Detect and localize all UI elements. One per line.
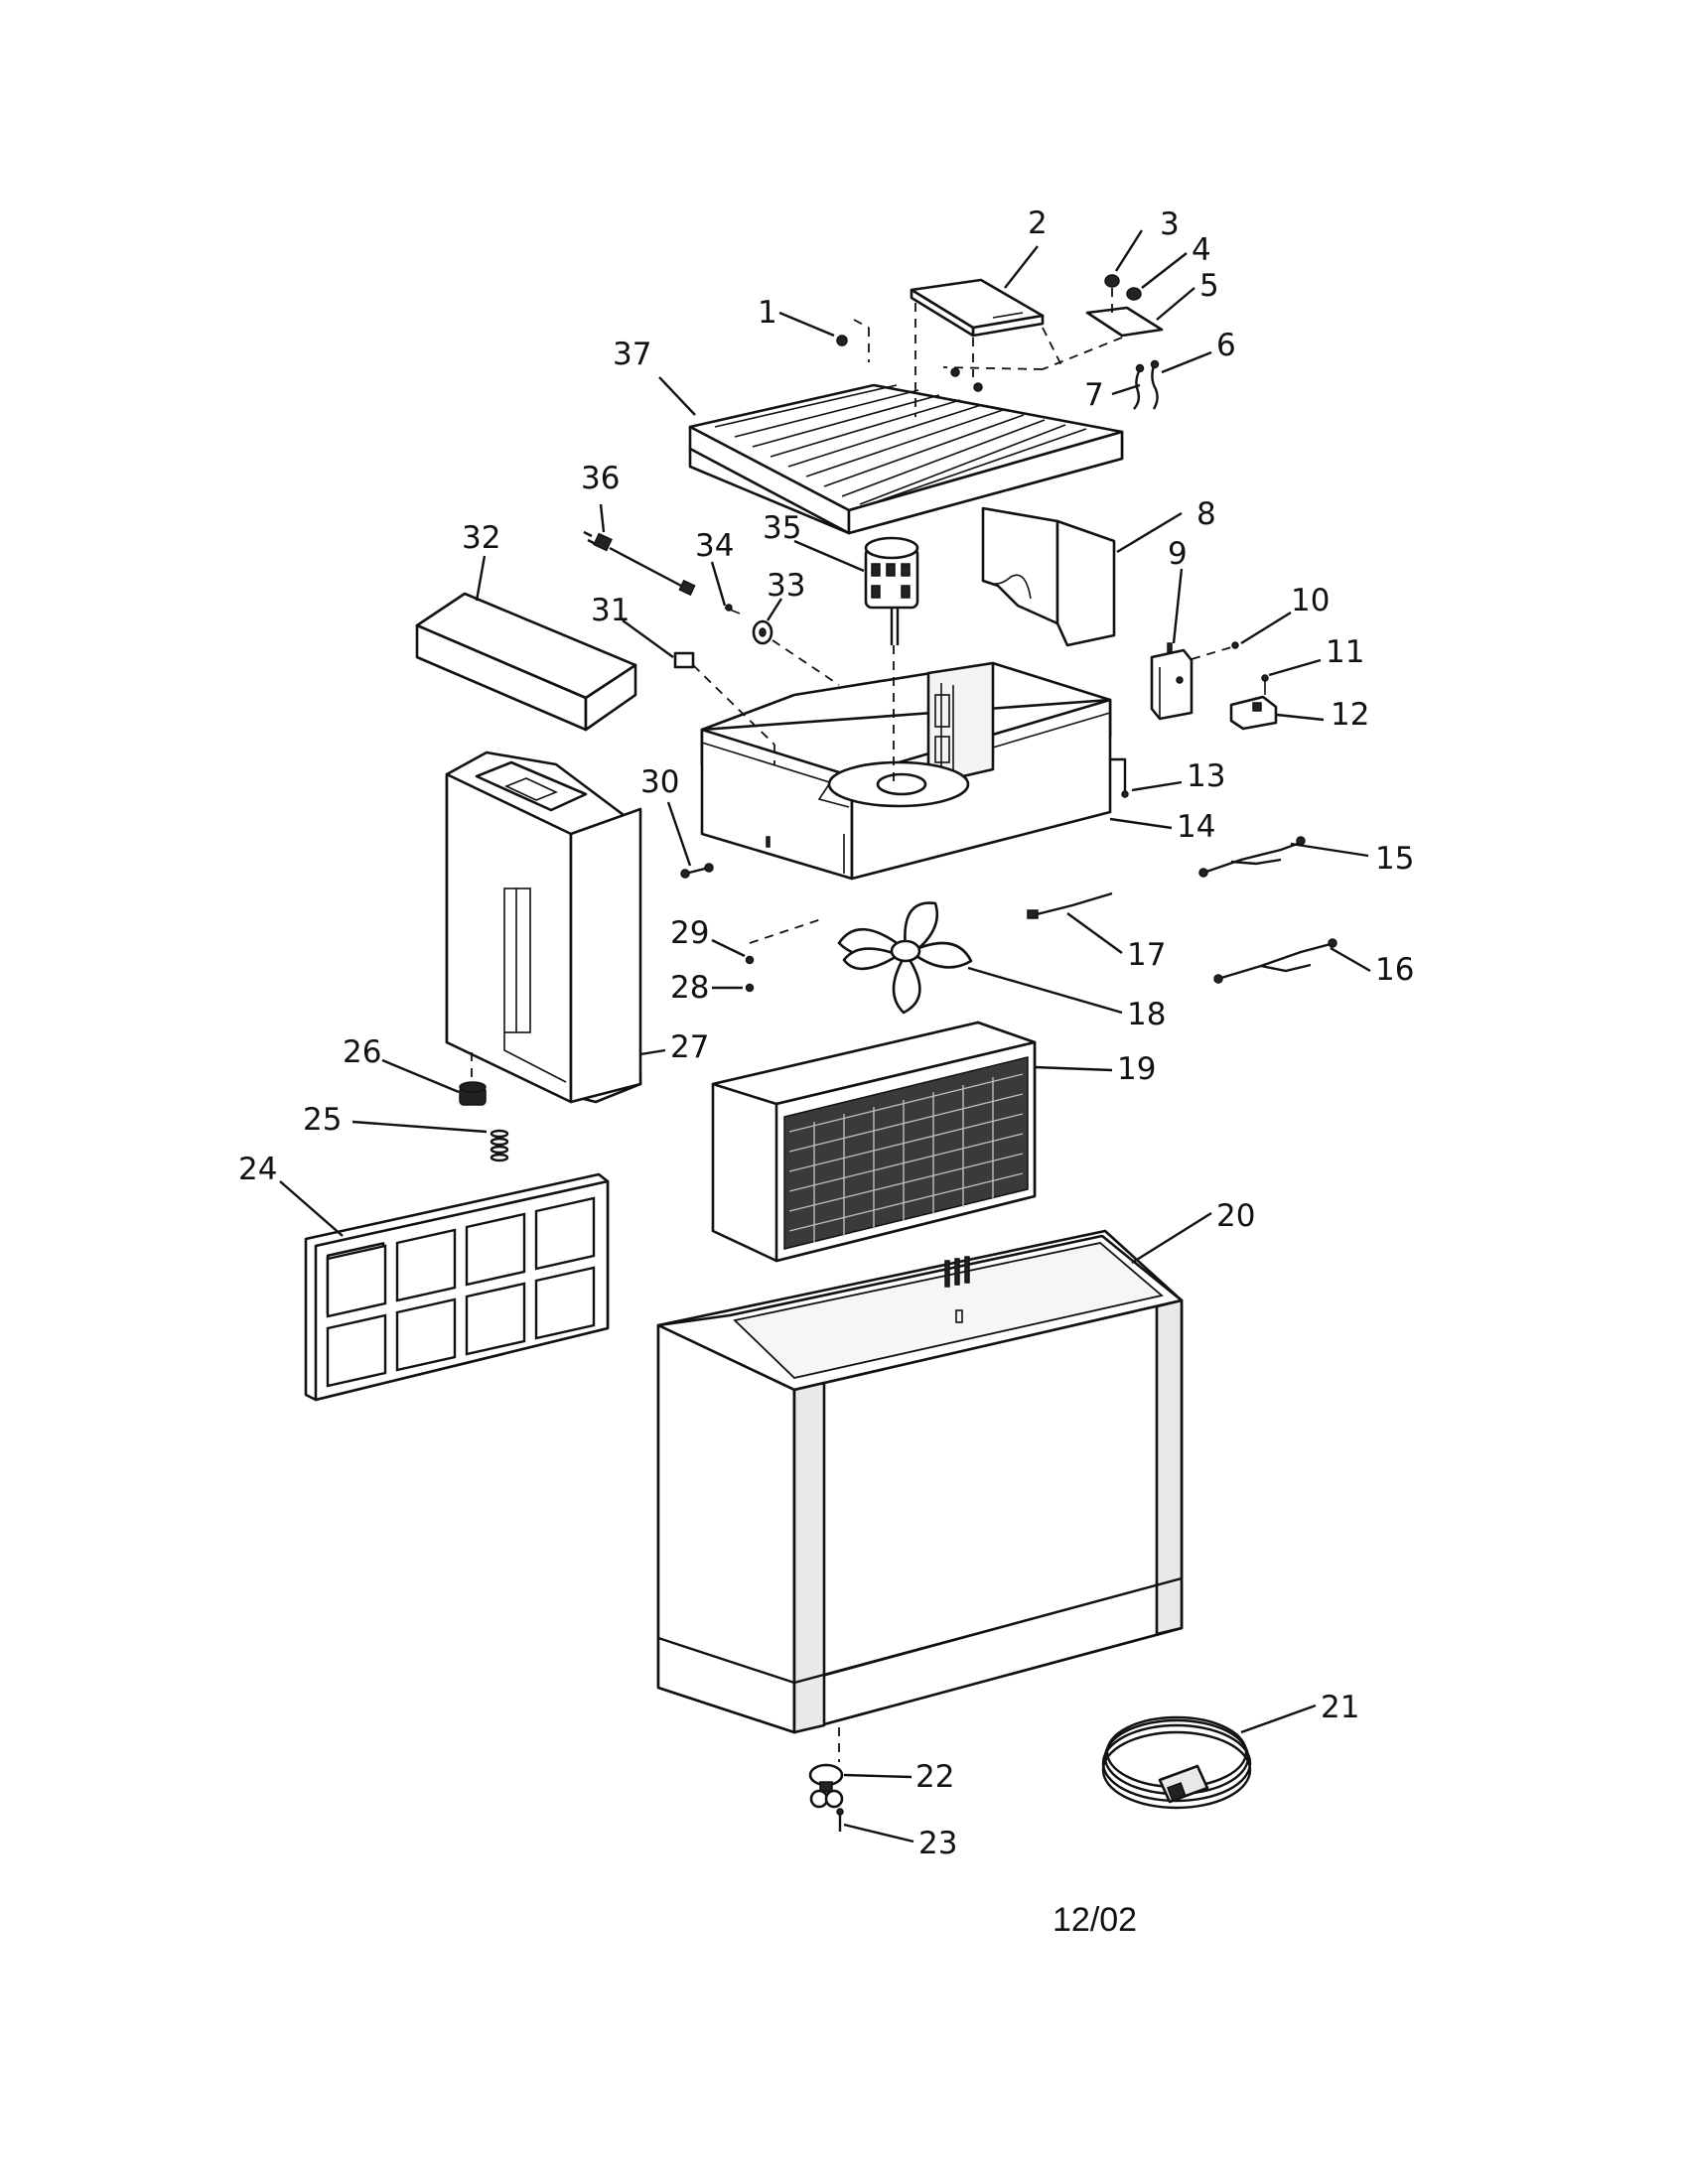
part-3-knob bbox=[1104, 274, 1120, 288]
part-26-tank-cap bbox=[459, 1052, 487, 1106]
label-5: 5 bbox=[1199, 268, 1219, 304]
part-14-motor-housing bbox=[700, 661, 1127, 881]
label-7: 7 bbox=[1084, 377, 1104, 413]
label-23: 23 bbox=[918, 1826, 957, 1861]
part-31-clip bbox=[673, 651, 775, 764]
label-2: 2 bbox=[1028, 205, 1048, 241]
label-18: 18 bbox=[1127, 997, 1166, 1032]
part-8-baffle bbox=[981, 506, 1116, 647]
part-30-float-rod bbox=[680, 863, 714, 879]
label-17: 17 bbox=[1127, 937, 1166, 973]
part-22-caster bbox=[808, 1763, 844, 1809]
label-3: 3 bbox=[1160, 206, 1180, 242]
label-28: 28 bbox=[670, 970, 709, 1006]
label-20: 20 bbox=[1216, 1198, 1255, 1234]
part-24-filter-frame bbox=[304, 1172, 610, 1402]
label-35: 35 bbox=[763, 510, 801, 546]
label-31: 31 bbox=[591, 593, 630, 628]
part-32-top-pad bbox=[415, 592, 637, 732]
part-7-wire-lead bbox=[1133, 363, 1145, 410]
revision-date: 12/02 bbox=[1052, 1901, 1137, 1939]
label-26: 26 bbox=[343, 1034, 381, 1070]
part-17-wire-lead bbox=[1027, 891, 1113, 919]
label-19: 19 bbox=[1117, 1051, 1156, 1087]
label-13: 13 bbox=[1187, 758, 1225, 794]
label-24: 24 bbox=[238, 1152, 277, 1187]
leader-lines bbox=[279, 229, 1371, 1843]
part-29-washer bbox=[745, 917, 825, 965]
part-18-fan-blade bbox=[837, 901, 973, 1015]
label-16: 16 bbox=[1375, 952, 1414, 988]
label-36: 36 bbox=[581, 461, 620, 496]
label-27: 27 bbox=[670, 1029, 709, 1065]
part-11-screw bbox=[1261, 674, 1269, 695]
label-6: 6 bbox=[1216, 328, 1236, 363]
label-4: 4 bbox=[1192, 232, 1211, 268]
part-6-wire-lead bbox=[1150, 359, 1160, 410]
part-23-screw bbox=[836, 1808, 844, 1832]
part-15-wire-harness bbox=[1198, 836, 1306, 878]
label-8: 8 bbox=[1196, 496, 1216, 532]
label-11: 11 bbox=[1326, 634, 1364, 670]
part-33-grommet bbox=[752, 619, 840, 686]
label-21: 21 bbox=[1321, 1690, 1359, 1725]
label-22: 22 bbox=[915, 1759, 954, 1795]
part-37-top-grille bbox=[688, 367, 1124, 535]
label-25: 25 bbox=[303, 1102, 342, 1138]
part-4-knob bbox=[1126, 287, 1142, 301]
part-21-drain-hose bbox=[1101, 1715, 1252, 1810]
label-32: 32 bbox=[462, 520, 500, 556]
label-33: 33 bbox=[767, 568, 805, 604]
label-9: 9 bbox=[1168, 536, 1188, 572]
label-34: 34 bbox=[695, 528, 734, 564]
label-15: 15 bbox=[1375, 841, 1414, 877]
part-16-wire-harness bbox=[1213, 938, 1337, 984]
part-19-evaporator-pad bbox=[711, 1021, 1037, 1263]
label-10: 10 bbox=[1291, 583, 1330, 618]
part-34-strain-relief bbox=[724, 604, 741, 614]
part-35-motor bbox=[864, 536, 919, 784]
part-27-water-tank bbox=[445, 751, 642, 1104]
part-1-screw bbox=[836, 319, 870, 362]
label-12: 12 bbox=[1331, 697, 1369, 733]
part-5-control-plate bbox=[942, 288, 1164, 370]
label-30: 30 bbox=[640, 764, 679, 800]
part-12-bracket bbox=[1229, 695, 1278, 731]
part-28-nut bbox=[745, 983, 755, 993]
label-14: 14 bbox=[1177, 809, 1215, 845]
part-13-clip bbox=[1121, 790, 1129, 798]
label-29: 29 bbox=[670, 915, 709, 951]
part-2-cover-plate bbox=[910, 278, 1063, 417]
part-9-switch bbox=[1150, 642, 1193, 721]
label-1: 1 bbox=[758, 295, 777, 331]
part-labels: 1 2 3 4 5 6 7 8 9 10 11 12 13 14 15 16 1… bbox=[238, 205, 1414, 1861]
label-37: 37 bbox=[613, 337, 651, 372]
part-20-base-cabinet bbox=[656, 1229, 1184, 1762]
part-10-screw bbox=[1191, 641, 1239, 660]
part-36-power-cord bbox=[583, 530, 696, 597]
part-25-spring bbox=[490, 1129, 509, 1162]
